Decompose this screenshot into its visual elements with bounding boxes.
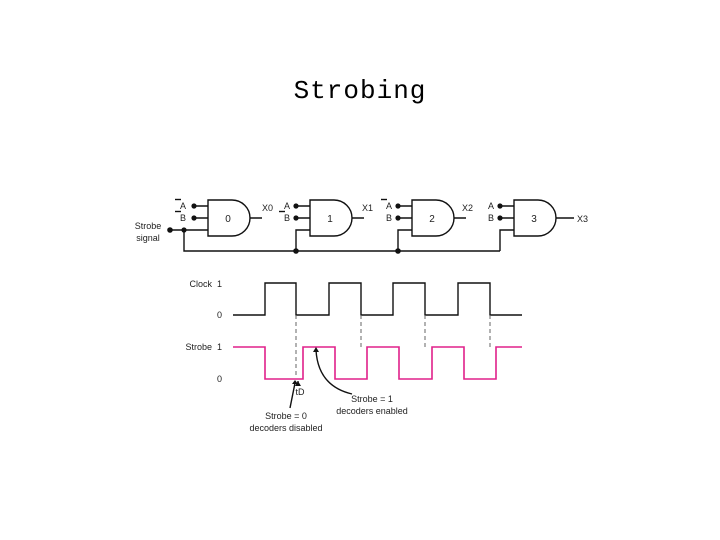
input-dot [293,215,299,221]
gate-number: 1 [327,214,333,225]
strobe-signal-label-line1: Strobe [135,221,162,231]
strobe-input-terminal [167,227,173,233]
decoder-circuit: Strobe signal 0 A B X0 1 A [135,198,588,254]
gate-number: 0 [225,214,231,225]
gate-number: 3 [531,214,537,225]
input-dot [395,215,401,221]
strobe-high-label: 1 [217,342,222,352]
td-label: tD [296,387,306,397]
gate-input-a-label: A [284,201,290,211]
strobe-disabled-note-line2: decoders disabled [249,423,322,433]
and-gate-3: 3 A B X3 [488,199,588,237]
gate-number: 2 [429,214,435,225]
gate-output-label: X3 [577,214,588,224]
strobe-enabled-note-line1: Strobe = 1 [351,394,393,404]
clock-waveform [233,282,522,316]
gate-input-a-label: A [180,201,186,211]
strobe-signal-label-line2: signal [136,233,160,243]
timing-diagram: Clock 1 0 Strobe 1 0 tD Strobe = 0 decod… [185,279,522,433]
strobe-bus-junction-dot [293,248,299,254]
gate-output-label: X2 [462,203,473,213]
clock-low-label: 0 [217,310,222,320]
gate-input-b-label: B [180,213,186,223]
strobe-disabled-note-line1: Strobe = 0 [265,411,307,421]
gate-output-label: X1 [362,203,373,213]
strobe-1-arrow-icon [313,347,319,352]
input-dot [191,215,197,221]
gate-output-label: X0 [262,203,273,213]
gate-input-a-label: A [488,201,494,211]
gate-input-a-label: A [386,201,392,211]
gate-input-b-label: B [488,213,494,223]
gate-input-b-label: B [284,213,290,223]
and-gate-body [309,199,353,237]
input-dot [191,203,197,209]
input-dot [293,203,299,209]
clock-high-label: 1 [217,279,222,289]
and-gate-1: 1 A B X1 [279,199,373,237]
clock-label: Clock [189,279,212,289]
strobe-enabled-note-line2: decoders enabled [336,406,408,416]
slide-title: Strobing [293,76,427,106]
gate-input-b-label: B [386,213,392,223]
strobe-bus-junction-dot [395,248,401,254]
strobe-label: Strobe [185,342,212,352]
and-gate-body [411,199,455,237]
input-dot [497,215,503,221]
strobe-bus-wire [170,229,514,252]
strobe-0-pointer [289,382,296,409]
and-gate-body [207,199,251,237]
and-gate-0: 0 A B X0 [175,198,273,237]
td-arrow-icon [295,381,301,386]
strobe-low-label: 0 [217,374,222,384]
edge-alignment-lines [295,315,491,378]
and-gate-body [513,199,557,237]
and-gate-2: 2 A B X2 [381,198,473,237]
strobe-0-arrow-icon [292,380,298,384]
strobe-junction-dot [181,227,187,233]
strobe-waveform [233,346,522,380]
strobe-1-pointer [315,349,353,395]
input-dot [497,203,503,209]
input-dot [395,203,401,209]
